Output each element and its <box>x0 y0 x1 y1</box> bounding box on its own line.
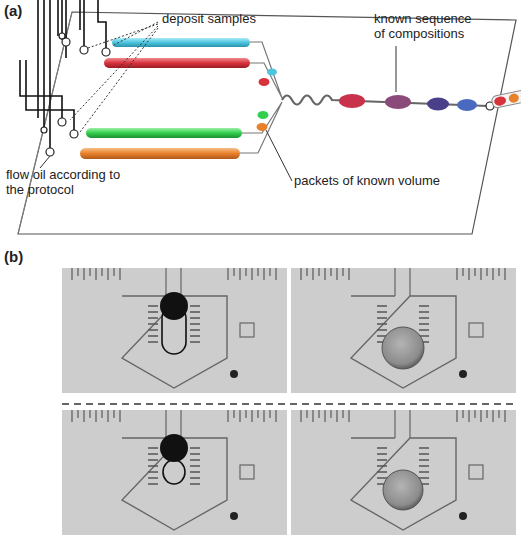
port <box>102 48 110 56</box>
callout-label: packets of known volume <box>294 174 474 189</box>
droplet <box>493 95 507 106</box>
droplet-outline <box>163 460 185 484</box>
feed-channels <box>240 42 282 153</box>
outlet-tube <box>491 89 521 109</box>
sample-channel <box>86 128 242 138</box>
sample-channel <box>112 38 250 47</box>
composition-droplet <box>457 99 477 111</box>
callout-label: flow oil according to the protocol <box>6 168 128 198</box>
panel-label: (b) <box>4 248 44 265</box>
port <box>70 130 78 138</box>
merged-droplet <box>383 470 423 510</box>
leader-line <box>70 22 158 132</box>
divider <box>62 403 516 405</box>
composition-droplet <box>427 98 449 111</box>
chip <box>18 0 521 234</box>
port <box>58 118 66 126</box>
callout-label: deposit samples <box>162 12 292 27</box>
packet <box>258 111 269 119</box>
micrograph <box>291 268 516 393</box>
leader-line <box>396 46 397 92</box>
chip-plate <box>18 12 516 234</box>
dark-droplet <box>160 434 188 462</box>
sample-channel <box>104 58 250 68</box>
port <box>59 33 65 39</box>
packet <box>257 123 268 131</box>
micrograph <box>62 410 287 535</box>
leader-line <box>266 130 292 181</box>
tube <box>491 89 521 109</box>
packet <box>259 78 270 86</box>
dark-droplet <box>160 292 188 320</box>
sample-channel <box>80 148 240 159</box>
micrograph <box>62 268 287 393</box>
port <box>41 127 47 133</box>
port <box>80 46 88 54</box>
panel-label: (a) <box>4 2 44 19</box>
port <box>46 148 54 156</box>
packet <box>267 69 277 76</box>
chip-edge <box>18 12 72 234</box>
composition-droplet <box>385 95 411 109</box>
callout-label: known sequence of compositions <box>374 12 478 42</box>
tubing <box>20 0 106 148</box>
micrographs <box>62 268 516 535</box>
micrograph <box>291 410 516 535</box>
merged-droplet <box>382 327 424 369</box>
leader-line <box>40 156 50 168</box>
composition-droplet <box>339 94 365 108</box>
droplet <box>508 93 520 104</box>
